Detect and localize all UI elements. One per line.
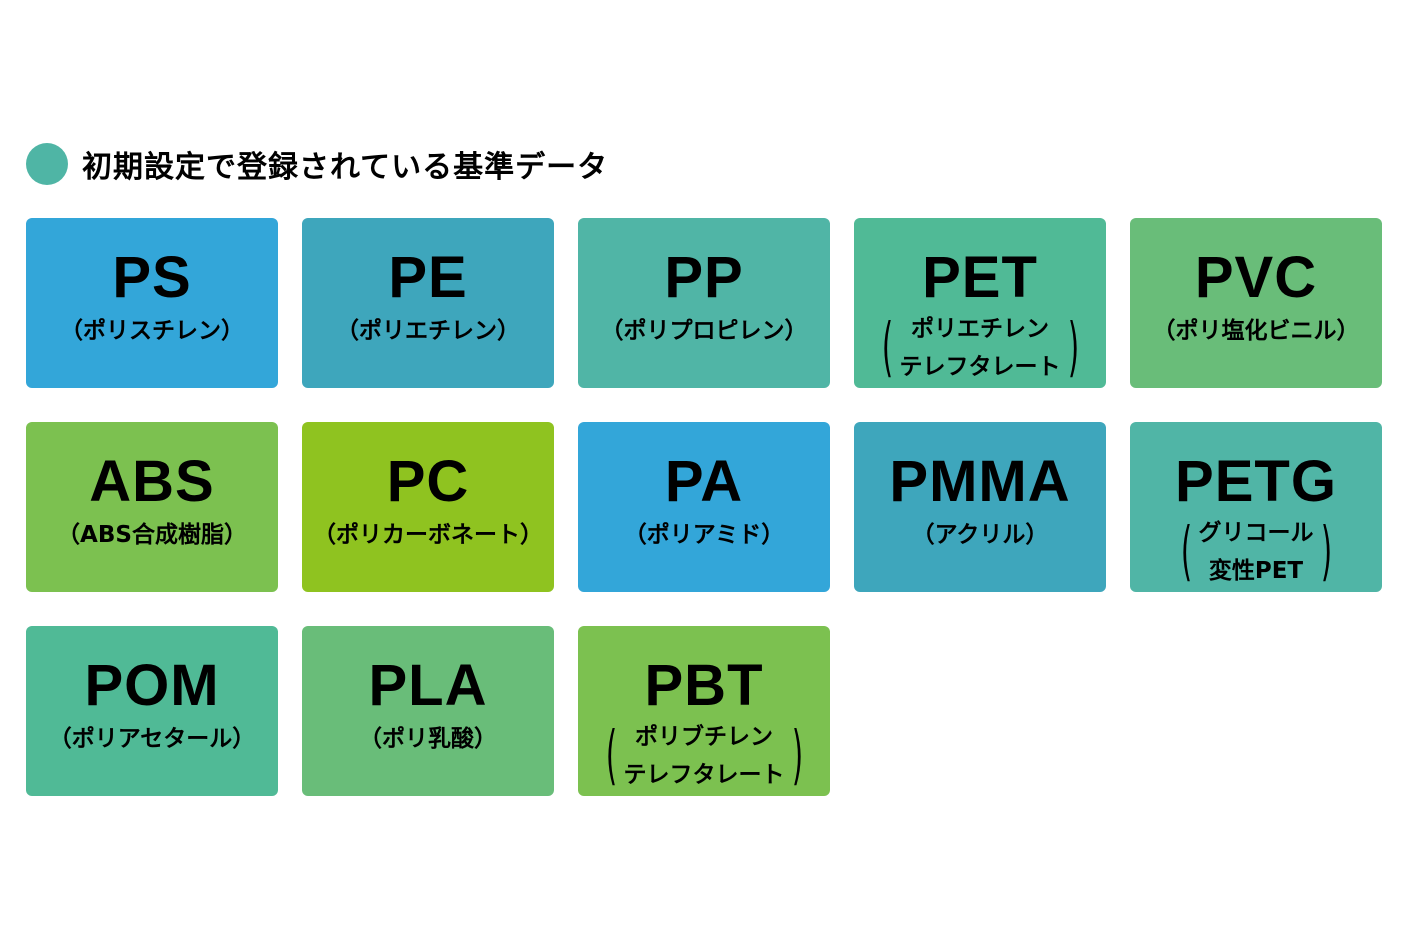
material-code: POM bbox=[84, 653, 220, 718]
material-tile-pa: PA （ポリアミド） bbox=[578, 422, 830, 592]
material-name: （アクリル） bbox=[911, 522, 1049, 548]
material-code: PETG bbox=[1175, 449, 1337, 514]
material-code: PE bbox=[388, 245, 468, 310]
name-lines: グリコール変性PET bbox=[1199, 514, 1314, 590]
material-tile-pom: POM （ポリアセタール） bbox=[26, 626, 278, 796]
material-tile-pet: PET(ポリエチレンテレフタレート) bbox=[854, 218, 1106, 388]
material-name: （ポリアセタール） bbox=[48, 726, 256, 752]
open-paren: ( bbox=[1180, 515, 1192, 589]
material-code: PC bbox=[386, 449, 470, 514]
material-tile-pc: PC （ポリカーボネート） bbox=[302, 422, 554, 592]
name-line1: ポリブチレン bbox=[635, 724, 773, 750]
material-name: （ポリカーボネート） bbox=[313, 522, 543, 548]
close-paren: ) bbox=[791, 719, 803, 793]
material-tile-pvc: PVC （ポリ塩化ビニル） bbox=[1130, 218, 1382, 388]
material-code: PVC bbox=[1194, 245, 1318, 310]
material-tile-pbt: PBT(ポリブチレンテレフタレート) bbox=[578, 626, 830, 796]
close-paren: ) bbox=[1320, 515, 1332, 589]
material-name: （ポリ塩化ビニル） bbox=[1152, 318, 1360, 344]
material-name: (グリコール変性PET) bbox=[1174, 514, 1339, 590]
close-paren: ) bbox=[1067, 311, 1079, 385]
name-line2: テレフタレート bbox=[899, 354, 1061, 380]
material-code: ABS bbox=[89, 449, 215, 514]
material-name: (ポリエチレンテレフタレート) bbox=[875, 310, 1086, 386]
material-tile-pe: PE （ポリエチレン） bbox=[302, 218, 554, 388]
material-tile-ps: PS （ポリスチレン） bbox=[26, 218, 278, 388]
circle-bullet-icon bbox=[26, 143, 68, 185]
open-paren: ( bbox=[605, 719, 617, 793]
material-code: PA bbox=[664, 449, 744, 514]
material-name: （ポリスチレン） bbox=[60, 318, 244, 344]
material-code: PET bbox=[922, 245, 1038, 310]
material-code: PP bbox=[664, 245, 744, 310]
material-name: （ABS合成樹脂） bbox=[57, 522, 247, 548]
name-lines: ポリブチレンテレフタレート bbox=[624, 718, 785, 794]
name-line1: ポリエチレン bbox=[911, 316, 1049, 342]
material-name: （ポリアミド） bbox=[623, 522, 785, 548]
material-grid: PS（ポリスチレン）PE（ポリエチレン）PP（ポリプロピレン）PET(ポリエチレ… bbox=[26, 218, 1382, 796]
material-tile-petg: PETG(グリコール変性PET) bbox=[1130, 422, 1382, 592]
name-lines: ポリエチレンテレフタレート bbox=[900, 310, 1061, 386]
name-line2: テレフタレート bbox=[623, 762, 785, 788]
material-tile-pla: PLA （ポリ乳酸） bbox=[302, 626, 554, 796]
material-name: （ポリプロピレン） bbox=[600, 318, 808, 344]
material-tile-abs: ABS （ABS合成樹脂） bbox=[26, 422, 278, 592]
section-title: 初期設定で登録されている基準データ bbox=[82, 150, 609, 185]
material-name: （ポリエチレン） bbox=[336, 318, 520, 344]
material-code: PS bbox=[112, 245, 192, 310]
name-line1: グリコール bbox=[1198, 520, 1314, 546]
material-code: PBT bbox=[644, 653, 764, 718]
material-code: PLA bbox=[368, 653, 488, 718]
material-code: PMMA bbox=[889, 449, 1071, 514]
material-tile-pmma: PMMA （アクリル） bbox=[854, 422, 1106, 592]
name-line2: 変性PET bbox=[1208, 558, 1304, 584]
section-heading: 初期設定で登録されている基準データ bbox=[26, 142, 608, 186]
open-paren: ( bbox=[881, 311, 893, 385]
material-name: (ポリブチレンテレフタレート) bbox=[599, 718, 810, 794]
material-tile-pp: PP （ポリプロピレン） bbox=[578, 218, 830, 388]
material-name: （ポリ乳酸） bbox=[359, 726, 497, 752]
